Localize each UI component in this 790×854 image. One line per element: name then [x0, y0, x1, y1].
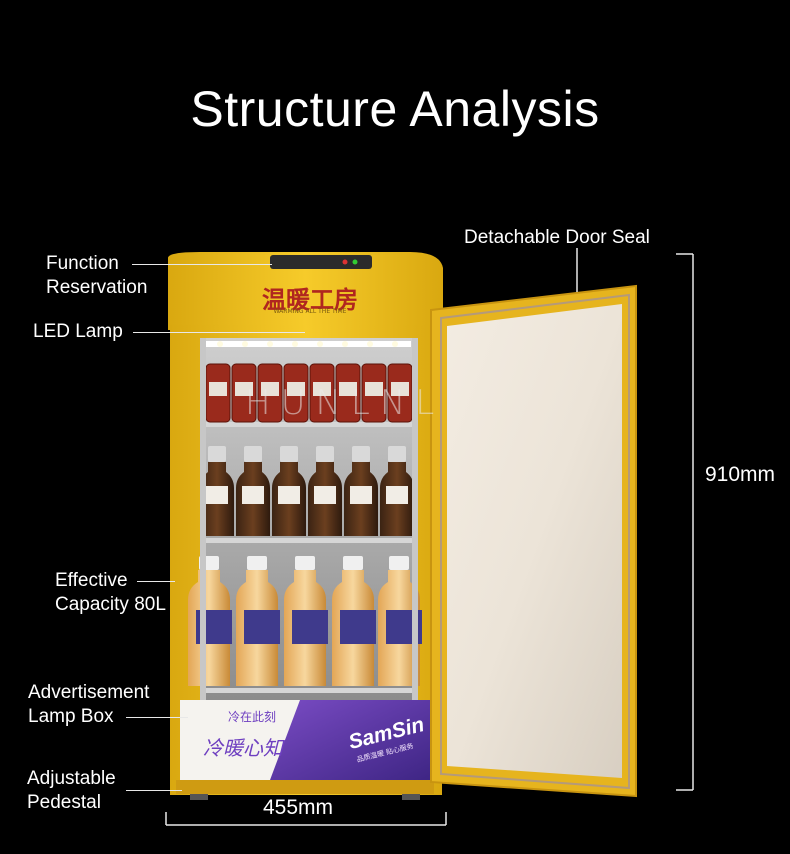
page-title: Structure Analysis	[190, 81, 600, 137]
callout-detachable-door-seal: Detachable Door Seal	[464, 227, 650, 248]
control-panel	[270, 255, 372, 269]
leader-line-effective-capacity	[137, 581, 175, 582]
pedestal	[176, 780, 434, 794]
door-glass	[447, 304, 622, 778]
dimension-width: 455mm	[263, 796, 334, 819]
led-strip	[206, 341, 411, 347]
callout-led-lamp: LED Lamp	[33, 321, 123, 342]
header-brand-text: 温暖工房	[262, 286, 358, 314]
callout-advertisement-line1: Advertisement	[28, 682, 150, 703]
callout-function-reservation-line2: Reservation	[46, 277, 148, 298]
leader-line-advertisement	[126, 717, 188, 718]
shelf-coffee-bottles	[200, 446, 415, 543]
callout-pedestal-line2: Pedestal	[27, 792, 101, 813]
shelf-cans	[203, 363, 415, 427]
callout-pedestal-line1: Adjustable	[27, 768, 116, 789]
cabinet-top	[168, 252, 443, 330]
lamp-box-purple-band	[270, 700, 432, 780]
leader-line-pedestal	[126, 790, 182, 791]
callout-function-reservation-line1: Function	[46, 253, 119, 274]
callout-advertisement-line2: Lamp Box	[28, 706, 114, 727]
watermark-text: HUNLNLI	[245, 383, 465, 423]
callout-effective-capacity-line2: Capacity 80L	[55, 594, 166, 615]
lamp-box-main-text: 冷暖心知	[203, 736, 283, 760]
leader-line-led-lamp	[133, 332, 305, 333]
dimension-height: 910mm	[705, 463, 776, 486]
callout-effective-capacity-line1: Effective	[55, 570, 128, 591]
header-slogan-text: WARMING ALL THE TIME	[273, 308, 347, 315]
shelf-tea-bottles	[188, 556, 422, 693]
door-seal	[440, 293, 630, 790]
leader-line-function-reservation	[132, 264, 272, 265]
lamp-box-small-text: 冷在此刻	[228, 710, 277, 724]
